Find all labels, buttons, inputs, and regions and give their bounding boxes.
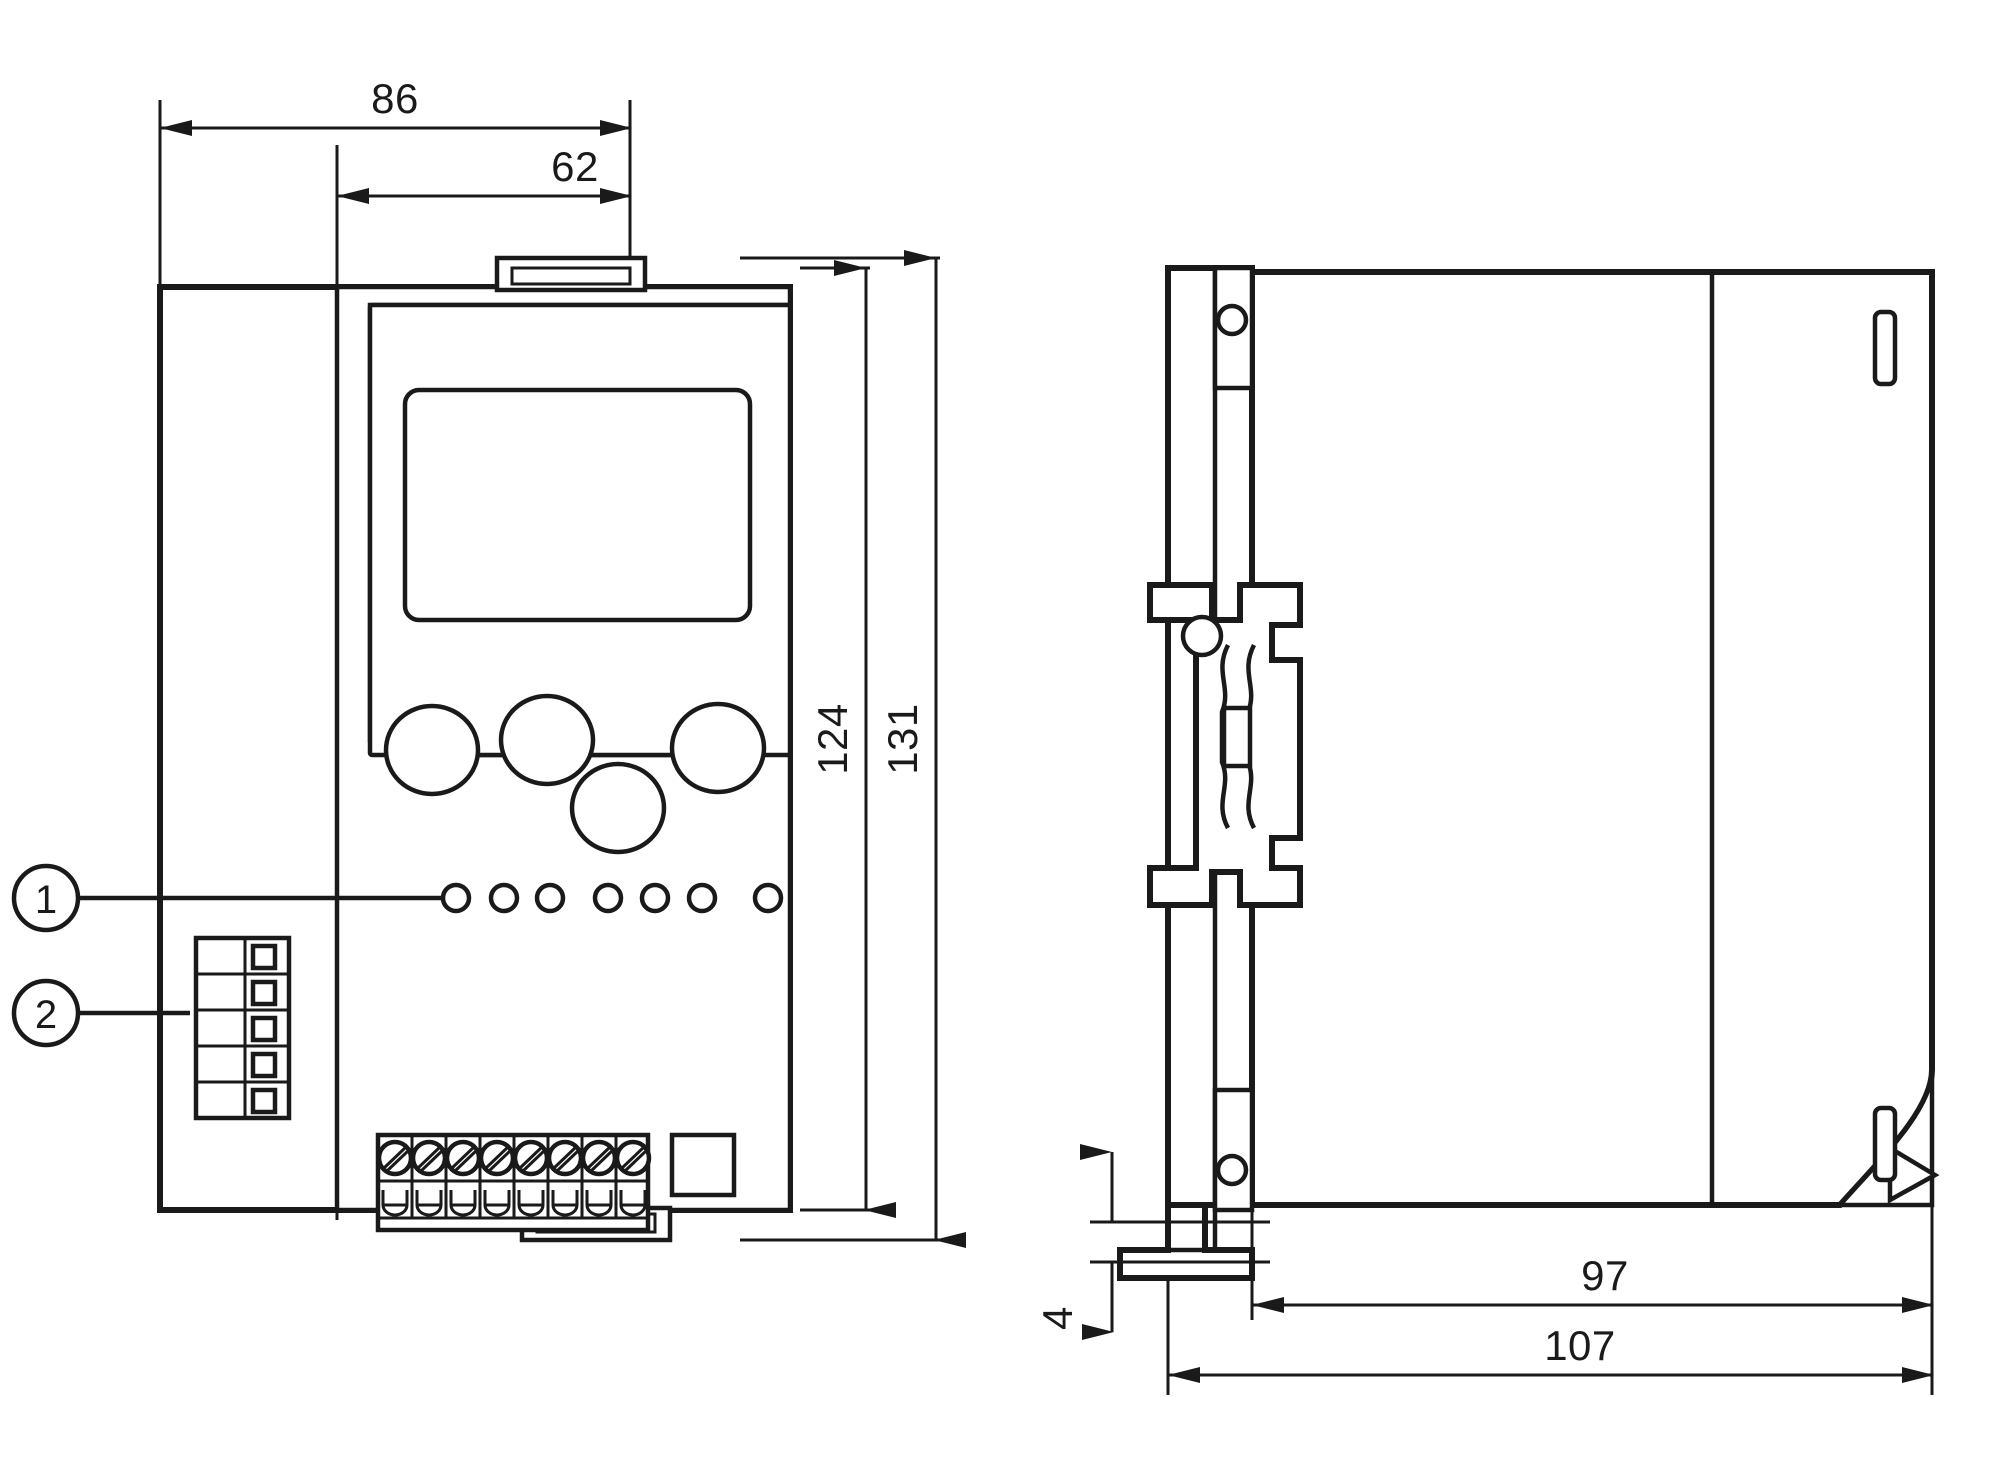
status-led-3 bbox=[534, 882, 566, 914]
plate-bottom-hole bbox=[1215, 1153, 1249, 1187]
terminal-1[interactable] bbox=[376, 1135, 414, 1218]
dimension-107: 107 bbox=[1168, 1322, 1934, 1383]
vent-slot-top bbox=[1872, 309, 1898, 387]
dimension-131: 131 bbox=[879, 250, 966, 1248]
vent-slot-bottom bbox=[1872, 1105, 1898, 1183]
clip-pivot-hole bbox=[1180, 614, 1224, 658]
dimension-131-label: 131 bbox=[879, 703, 926, 775]
dimension-4-label: 4 bbox=[1034, 1306, 1081, 1330]
side-view: 97 107 4 bbox=[1034, 265, 1940, 1395]
dimension-86: 86 bbox=[160, 75, 632, 136]
square-connector[interactable] bbox=[669, 1132, 737, 1198]
rail-foot bbox=[1117, 1202, 1255, 1281]
din-rail-clip[interactable] bbox=[1147, 582, 1303, 908]
terminal-6[interactable] bbox=[546, 1135, 584, 1218]
dip-switch-4[interactable] bbox=[250, 1051, 278, 1079]
device-housing bbox=[1249, 269, 1935, 1208]
status-led-row bbox=[440, 882, 784, 914]
front-view: 86 62 124 131 bbox=[11, 75, 966, 1248]
button-4[interactable] bbox=[669, 701, 767, 795]
dimension-62-label: 62 bbox=[551, 143, 599, 190]
status-led-2 bbox=[488, 882, 520, 914]
callout-2-label: 2 bbox=[35, 993, 57, 1037]
dip-switch-block[interactable] bbox=[193, 935, 292, 1121]
dimension-107-label: 107 bbox=[1544, 1322, 1616, 1369]
dip-switch-3[interactable] bbox=[250, 1015, 278, 1043]
callout-2: 2 bbox=[11, 978, 190, 1048]
plate-top-hole bbox=[1215, 303, 1249, 337]
terminal-7[interactable] bbox=[580, 1135, 618, 1218]
dimension-97: 97 bbox=[1252, 1252, 1934, 1313]
callout-1-bubble bbox=[11, 863, 81, 933]
dimension-124: 124 bbox=[809, 260, 896, 1218]
dimension-86-label: 86 bbox=[371, 75, 419, 122]
dimension-62: 62 bbox=[337, 143, 632, 204]
plate-bottom-boss bbox=[1212, 1087, 1255, 1213]
status-led-4 bbox=[592, 882, 624, 914]
screw-terminal-block[interactable] bbox=[375, 1132, 652, 1233]
callout-2-bubble bbox=[11, 978, 81, 1048]
button-2[interactable] bbox=[498, 693, 596, 787]
terminal-8[interactable] bbox=[614, 1139, 652, 1217]
dimension-124-label: 124 bbox=[809, 703, 856, 775]
terminal-4[interactable] bbox=[478, 1135, 516, 1218]
terminal-3[interactable] bbox=[444, 1135, 482, 1218]
dip-switch-2[interactable] bbox=[250, 979, 278, 1007]
front-panel-buttons[interactable] bbox=[383, 693, 767, 855]
callout-1-label: 1 bbox=[35, 878, 57, 922]
button-3[interactable] bbox=[569, 761, 667, 855]
status-led-6 bbox=[686, 882, 718, 914]
dimension-4: 4 bbox=[1034, 1144, 1114, 1340]
status-led-7 bbox=[752, 882, 784, 914]
lcd-display[interactable] bbox=[402, 387, 753, 623]
status-led-1 bbox=[440, 882, 472, 914]
button-1[interactable] bbox=[383, 703, 481, 797]
callout-1: 1 bbox=[11, 863, 443, 933]
clip-window bbox=[1221, 705, 1253, 769]
status-led-5 bbox=[639, 882, 671, 914]
top-latch bbox=[494, 255, 648, 293]
dip-switch-5[interactable] bbox=[250, 1087, 278, 1115]
dip-switch-1[interactable] bbox=[250, 943, 278, 971]
dimension-97-label: 97 bbox=[1581, 1252, 1629, 1299]
